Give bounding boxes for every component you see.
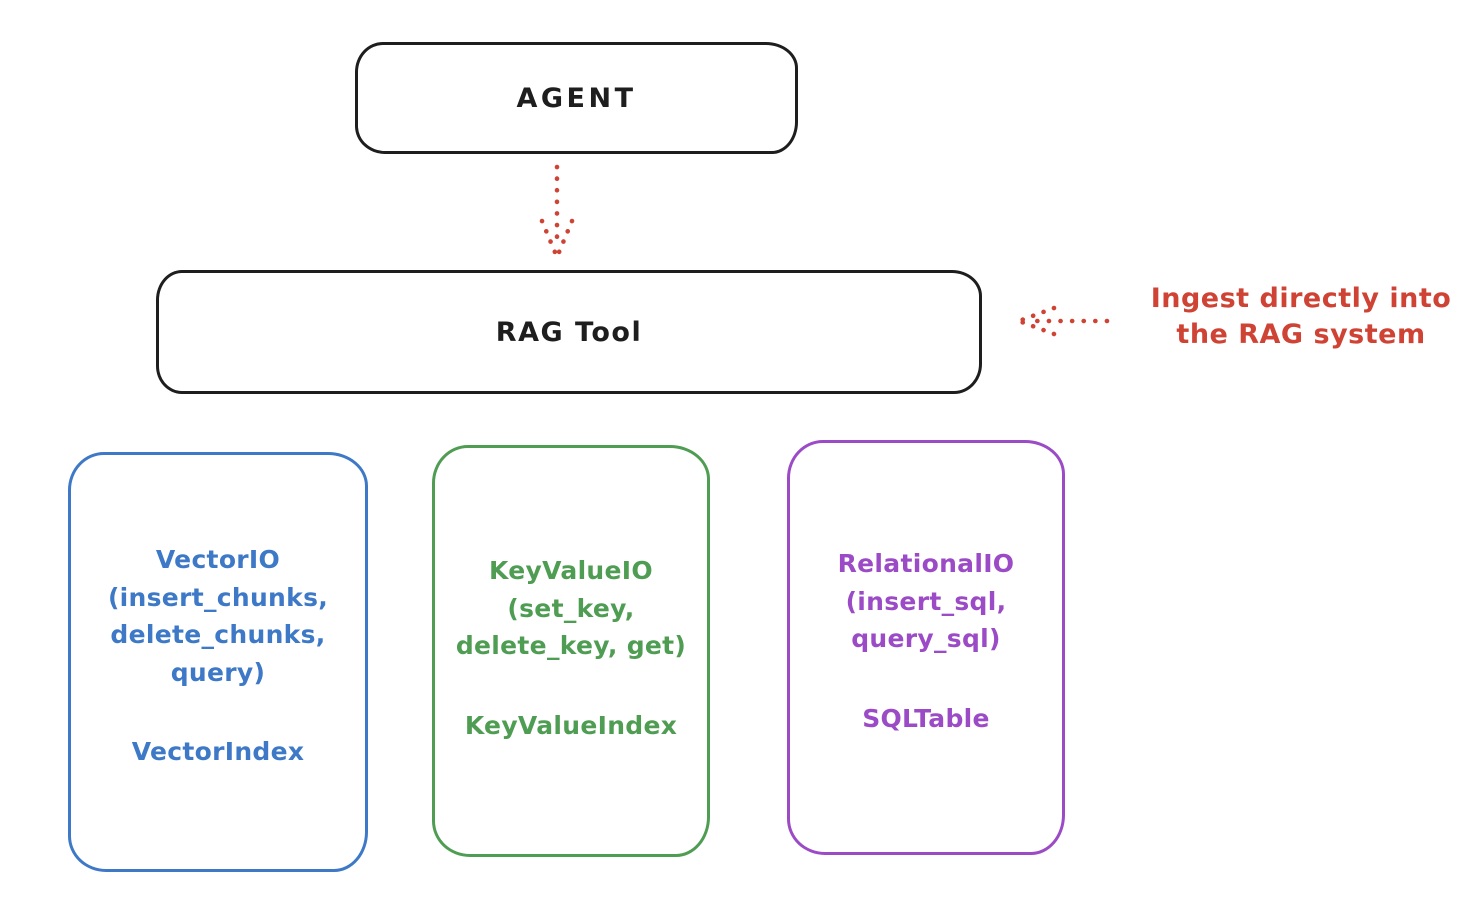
agent-node: AGENT [355, 42, 798, 154]
relational-io-interface-label: RelationalIO (insert_sql, query_sql) [837, 549, 1015, 653]
dotted-left-arrow-icon [1016, 305, 1110, 337]
store-node-keyvalue-io: KeyValueIO (set_key, delete_key, get) Ke… [432, 445, 710, 857]
sql-table-label: SQLTable [862, 703, 990, 733]
agent-label: AGENT [516, 82, 637, 114]
rag-tool-node: RAG Tool [156, 270, 982, 394]
vector-index-label: VectorIndex [131, 737, 305, 766]
rag-tool-label: RAG Tool [495, 316, 643, 348]
keyvalue-io-interface-label: KeyValueIO (set_key, delete_key, get) [455, 556, 687, 660]
vector-io-interface-label: VectorIO (insert_chunks, delete_chunks, … [107, 545, 329, 687]
dotted-down-arrow-icon [539, 164, 575, 260]
keyvalue-index-label: KeyValueIndex [464, 710, 678, 740]
ingest-annotation: Ingest directly into the RAG system [1150, 283, 1452, 350]
store-node-vector-io: VectorIO (insert_chunks, delete_chunks, … [68, 452, 368, 872]
store-node-relational-io: RelationalIO (insert_sql, query_sql) SQL… [787, 440, 1065, 855]
